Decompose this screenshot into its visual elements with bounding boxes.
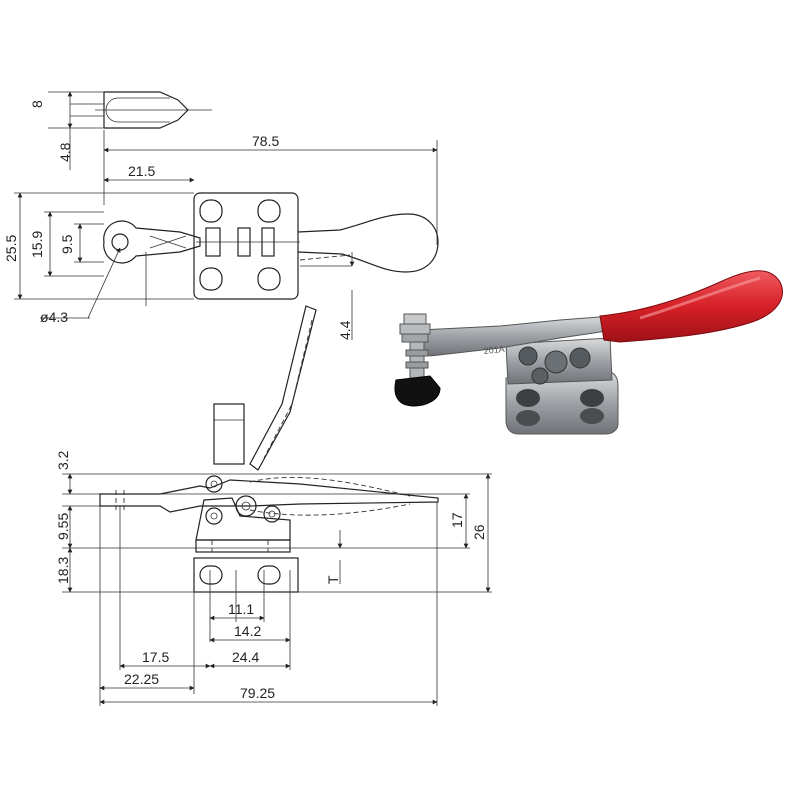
spindle-block (213, 403, 245, 465)
dim-17: 17 (449, 512, 465, 528)
photo-red-handle (599, 270, 783, 343)
dim-25-5: 25.5 (3, 235, 19, 262)
base-plate-front (193, 557, 299, 593)
side-view: 3.2 9.55 18.3 T 17 26 11.1 14.2 17.5 24.… (55, 305, 492, 706)
dim-9-5: 9.5 (59, 234, 75, 254)
dim-14-2: 14.2 (234, 623, 261, 639)
dim-17-5: 17.5 (142, 649, 169, 665)
dim-15-9: 15.9 (29, 231, 45, 258)
dim-4-4: 4.4 (337, 320, 353, 340)
dim-T: T (325, 575, 341, 584)
dim-79-25: 79.25 (240, 685, 275, 701)
dim-9-55: 9.55 (55, 513, 71, 540)
clamp-arm-side (99, 479, 439, 513)
handle-raised-outline (249, 305, 317, 471)
dim-78-5: 78.5 (252, 133, 279, 149)
dim-18-3: 18.3 (55, 557, 71, 584)
dim-22-25: 22.25 (124, 671, 159, 687)
dim-8: 8 (29, 100, 45, 108)
photo-model-marking: 201A (483, 344, 505, 356)
dim-21-5: 21.5 (128, 163, 155, 179)
base-plate-top (193, 192, 299, 300)
photo-rubber-tip (394, 375, 441, 407)
dim-26: 26 (471, 524, 487, 540)
handle-top (297, 213, 439, 273)
top-view: 8 4.8 78.5 21.5 25.5 1 (3, 91, 439, 340)
spindle-hole (111, 233, 129, 251)
dim-3-2: 3.2 (55, 450, 71, 470)
dim-24-4: 24.4 (232, 649, 259, 665)
pivot-bracket (195, 497, 291, 541)
dim-dia-4-3: ø4.3 (40, 309, 68, 325)
clamp-arm-top (103, 220, 201, 264)
product-photo: 201A (394, 270, 783, 435)
dim-4-8: 4.8 (57, 142, 73, 162)
dim-11-1: 11.1 (228, 601, 254, 617)
